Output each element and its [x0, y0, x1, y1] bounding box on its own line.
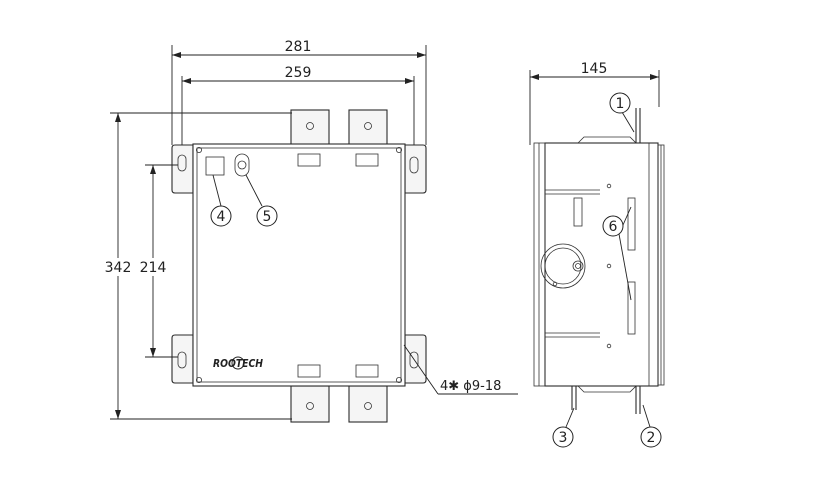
din-slot-upper: [627, 197, 636, 251]
side-body: [544, 142, 659, 387]
balloon-2: 2: [640, 404, 662, 448]
control-knob: [234, 153, 250, 177]
dim-259-label: 259: [285, 65, 312, 81]
top-vent-slot-right: [355, 153, 379, 167]
balloon-4: 4: [210, 174, 232, 227]
dim-281-label: 281: [285, 39, 312, 55]
balloon-5-label: 5: [263, 209, 272, 225]
dim-342-label: 342: [105, 260, 132, 276]
left-lower-ear: [171, 334, 194, 384]
dimension-342: 342: [102, 112, 292, 420]
balloon-4-label: 4: [217, 209, 226, 225]
side-view: [533, 108, 665, 414]
balloon-5: 5: [245, 174, 278, 227]
svg-text:ROOTECH: ROOTECH: [213, 357, 263, 370]
cable-gland: [540, 243, 586, 289]
top-vent-slot-left: [297, 153, 321, 167]
corner-screws: [195, 146, 402, 383]
dim-214-label: 214: [140, 260, 167, 276]
dim-145-label: 145: [581, 61, 608, 77]
mounting-holes-callout: 4✱ ϕ9-18: [403, 344, 518, 395]
balloon-3-label: 3: [559, 430, 568, 446]
bottom-mounting-tab-left: [290, 385, 330, 423]
dimension-281: 281: [171, 39, 427, 145]
right-upper-ear: [404, 144, 427, 194]
bottom-vent-slot-right: [355, 364, 379, 378]
balloon-2-label: 2: [647, 430, 656, 446]
bottom-mounting-tab-right: [348, 385, 388, 423]
dimension-214: 214: [136, 164, 178, 358]
enclosure-body: [192, 143, 406, 387]
balloon-1: 1: [609, 92, 635, 133]
right-lower-ear: [404, 334, 427, 384]
top-mounting-tab-left: [290, 109, 330, 147]
dimension-145: 145: [529, 61, 660, 145]
brand-logo: ROOTECH: [213, 356, 263, 370]
balloon-1-label: 1: [616, 96, 625, 112]
top-mounting-tab-right: [348, 109, 388, 147]
balloon-3: 3: [552, 407, 575, 448]
dimension-259: 259: [181, 65, 415, 145]
balloon-6: 6: [602, 206, 632, 301]
indicator-window: [205, 156, 225, 176]
din-slot-lower: [627, 281, 636, 335]
bottom-vent-slot-left: [297, 364, 321, 378]
mounting-holes-label: 4✱ ϕ9-18: [440, 379, 501, 394]
balloon-6-label: 6: [609, 219, 618, 235]
left-upper-ear: [171, 144, 194, 194]
front-view: ROOTECH: [171, 109, 427, 423]
